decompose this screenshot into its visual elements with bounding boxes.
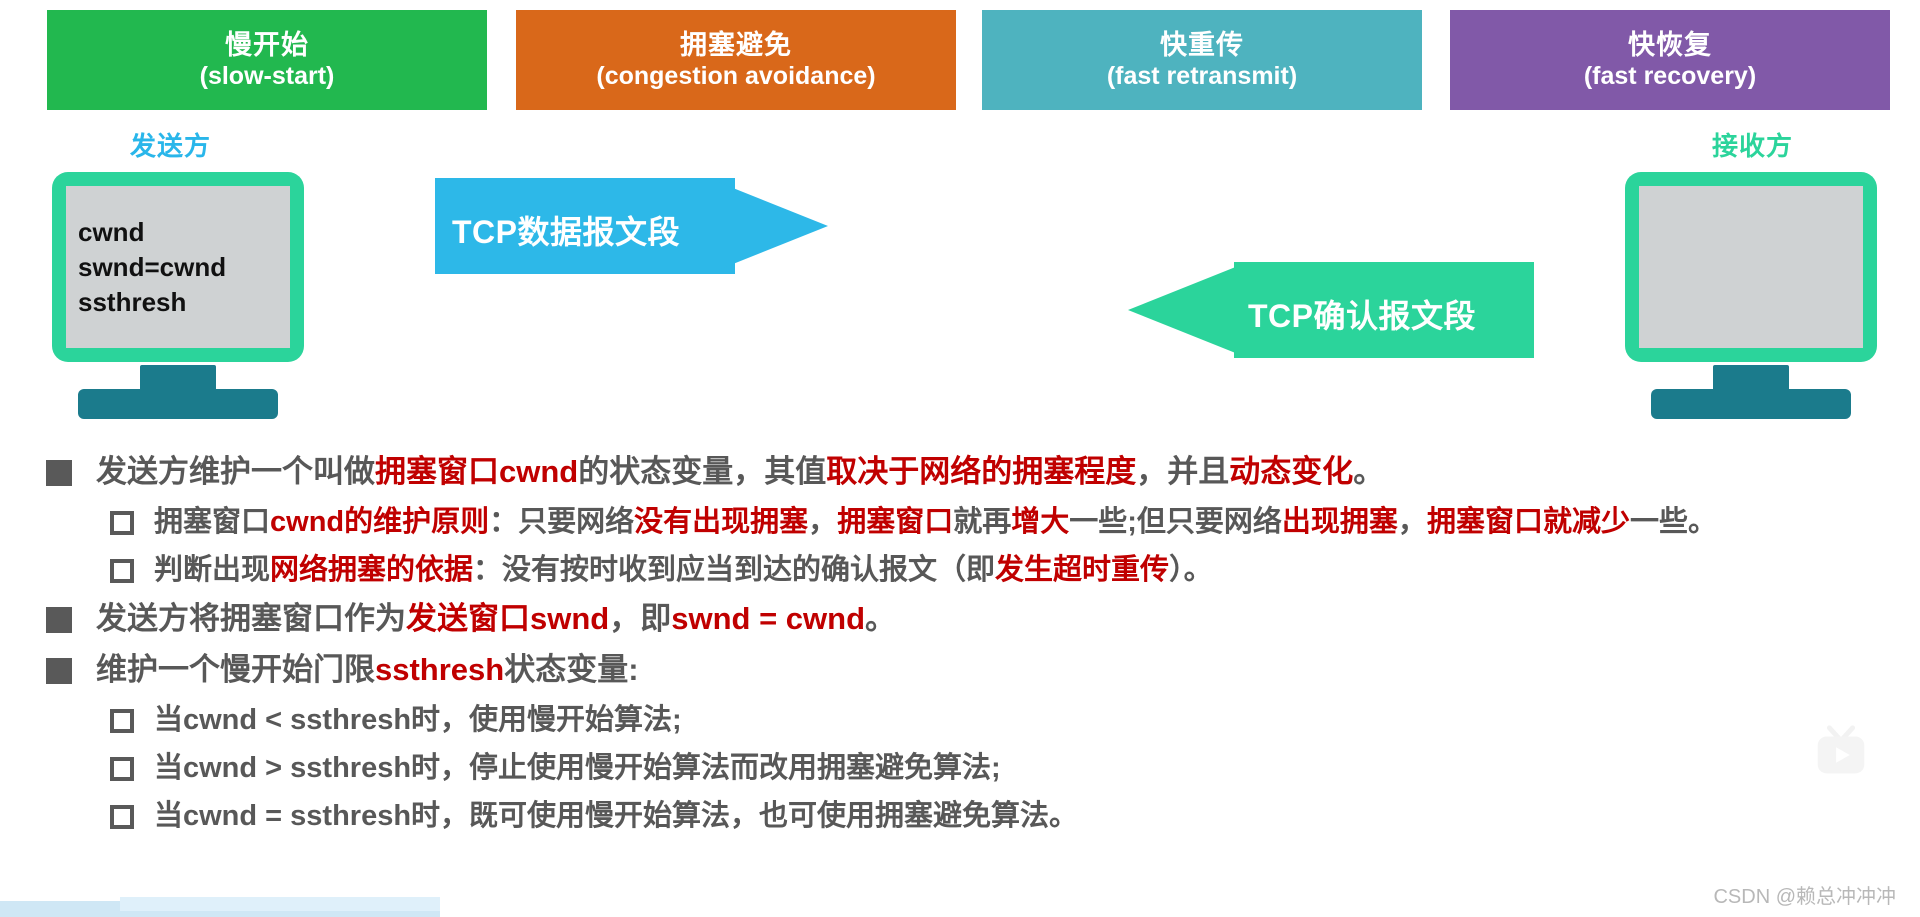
normal-text: 当cwnd = ssthresh时，既可使用慢开始算法，也可使用拥塞避免算法。 (154, 800, 1079, 832)
data-segment-arrow-head (718, 182, 828, 270)
normal-text: 判断出现 (154, 553, 271, 586)
sender-var-cwnd: cwnd (78, 217, 145, 247)
normal-text: 当cwnd < ssthresh时，使用慢开始算法; (154, 703, 682, 736)
bullet-text: 当cwnd > ssthresh时，停止使用慢开始算法而改用拥塞避免算法; (154, 747, 1001, 789)
highlight-text: swnd = cwnd (671, 601, 866, 637)
receiver-monitor-stand (1651, 365, 1851, 421)
highlight-text: 发送窗口swnd (406, 601, 610, 637)
highlight-text: cwnd的维护原则 (270, 505, 490, 538)
normal-text: ，并且 (1136, 454, 1230, 489)
normal-text: 。 (1353, 454, 1385, 489)
highlight-text: 拥塞窗口cwnd (375, 454, 579, 489)
bullet-row: 维护一个慢开始门限ssthresh状态变量: (0, 648, 1920, 693)
header-box-congestion-avoidance[interactable]: 拥塞避免 (congestion avoidance) (516, 10, 956, 110)
normal-text: ， (1397, 505, 1427, 538)
receiver-label: 接收方 (1712, 131, 1794, 161)
highlight-text: 发生超时重传 (995, 553, 1170, 586)
normal-text: 一些;但只要网络 (1069, 505, 1282, 538)
bullet-row: 判断出现网络拥塞的依据：没有按时收到应当到达的确认报文（即发生超时重传）。 (0, 549, 1920, 591)
normal-text: 维护一个慢开始门限 (96, 651, 375, 687)
bottom-decoration-strip-inner (120, 897, 440, 911)
header-title-cn: 快重传 (1160, 29, 1244, 60)
bullet-text: 当cwnd < ssthresh时，使用慢开始算法; (154, 699, 682, 741)
normal-text: 发送方将拥塞窗口作为 (96, 601, 406, 637)
bullet-row: 发送方维护一个叫做拥塞窗口cwnd的状态变量，其值取决于网络的拥塞程度，并且动态… (0, 450, 1920, 495)
hollow-square-bullet-icon (110, 510, 134, 535)
bullet-row: 发送方将拥塞窗口作为发送窗口swnd，即swnd = cwnd。 (0, 597, 1920, 642)
receiver-monitor (1625, 172, 1877, 362)
highlight-text: 取决于网络的拥塞程度 (826, 454, 1137, 489)
ack-segment-arrow-head (1128, 266, 1238, 354)
bullet-text: 拥塞窗口cwnd的维护原则：只要网络没有出现拥塞，拥塞窗口就再增大一些;但只要网… (154, 501, 1717, 543)
bullet-row: 当cwnd < ssthresh时，使用慢开始算法; (0, 699, 1920, 741)
sender-label: 发送方 (130, 131, 212, 161)
normal-text: 的状态变量，其值 (578, 454, 827, 489)
normal-text: 一些。 (1629, 505, 1717, 538)
normal-text: 状态变量: (504, 651, 639, 687)
normal-text: 拥塞窗口 (154, 505, 271, 538)
bullet-text: 当cwnd = ssthresh时，既可使用慢开始算法，也可使用拥塞避免算法。 (154, 795, 1078, 837)
tcp-transfer-diagram: 发送方 cwnd swnd=cwnd ssthresh TCP数据报文段 TCP… (0, 0, 1920, 440)
receiver-screen (1639, 186, 1863, 348)
sender-monitor: cwnd swnd=cwnd ssthresh (52, 172, 304, 362)
bullet-text: 判断出现网络拥塞的依据：没有按时收到应当到达的确认报文（即发生超时重传）。 (154, 549, 1213, 591)
hollow-square-bullet-icon (110, 708, 134, 733)
header-title-en: (fast retransmit) (1106, 62, 1298, 91)
csdn-credit: CSDN @赖总冲冲冲 (1713, 886, 1896, 908)
header-title-cn: 慢开始 (225, 29, 309, 60)
header-box-fast-recovery[interactable]: 快恢复 (fast recovery) (1450, 10, 1890, 110)
ack-segment-arrow-body (1234, 262, 1534, 358)
highlight-text: 网络拥塞的依据 (270, 553, 474, 586)
header-title-en: (slow-start) (199, 62, 335, 91)
highlight-text: 增大 (1011, 505, 1070, 538)
header-title-en: (congestion avoidance) (596, 62, 876, 91)
header-box-slow-start[interactable]: 慢开始 (slow-start) (47, 10, 487, 110)
header-box-fast-retransmit[interactable]: 快重传 (fast retransmit) (982, 10, 1422, 110)
normal-text: ，即 (609, 601, 672, 637)
sender-var-ssthresh: ssthresh (78, 287, 187, 317)
normal-text: 。 (865, 601, 897, 637)
stand-base (78, 389, 278, 419)
normal-text: 当cwnd > ssthresh时，停止使用慢开始算法而改用拥塞避免算法; (154, 751, 1001, 784)
data-segment-arrow-body (435, 178, 735, 274)
highlight-text: 出现拥塞 (1281, 505, 1398, 538)
normal-text: ， (808, 505, 838, 538)
stand-base (1651, 389, 1851, 419)
bullet-text: 维护一个慢开始门限ssthresh状态变量: (96, 648, 639, 693)
highlight-text: 拥塞窗口 (837, 505, 954, 538)
normal-text: ：没有按时收到应当到达的确认报文（即 (473, 553, 996, 586)
bullet-row: 当cwnd > ssthresh时，停止使用慢开始算法而改用拥塞避免算法; (0, 747, 1920, 789)
header-title-cn: 拥塞避免 (680, 29, 792, 60)
normal-text: 发送方维护一个叫做 (96, 454, 375, 489)
hollow-square-bullet-icon (110, 756, 134, 781)
highlight-text: ssthresh (375, 651, 505, 687)
normal-text: ：只要网络 (489, 505, 635, 538)
algorithm-header-row: 慢开始 (slow-start) 拥塞避免 (congestion avoida… (0, 10, 1920, 120)
hollow-square-bullet-icon (110, 558, 134, 583)
data-segment-label: TCP数据报文段 (452, 214, 681, 250)
sender-monitor-stand (78, 365, 278, 421)
highlight-text: 拥塞窗口就减少 (1426, 505, 1630, 538)
bullet-text: 发送方将拥塞窗口作为发送窗口swnd，即swnd = cwnd。 (96, 597, 896, 642)
highlight-text: 没有出现拥塞 (634, 505, 809, 538)
sender-screen: cwnd swnd=cwnd ssthresh (66, 186, 290, 348)
tv-play-icon (1817, 725, 1865, 774)
ack-segment-label: TCP确认报文段 (1248, 298, 1477, 334)
bullet-row: 当cwnd = ssthresh时，既可使用慢开始算法，也可使用拥塞避免算法。 (0, 795, 1920, 837)
highlight-text: 动态变化 (1229, 454, 1354, 489)
bullet-row: 拥塞窗口cwnd的维护原则：只要网络没有出现拥塞，拥塞窗口就再增大一些;但只要网… (0, 501, 1920, 543)
filled-square-bullet-icon (46, 607, 72, 634)
header-title-cn: 快恢复 (1628, 29, 1712, 60)
bullet-list: 发送方维护一个叫做拥塞窗口cwnd的状态变量，其值取决于网络的拥塞程度，并且动态… (0, 450, 1920, 843)
normal-text: ）。 (1169, 553, 1213, 586)
hollow-square-bullet-icon (110, 805, 134, 829)
header-title-en: (fast recovery) (1583, 62, 1757, 91)
filled-square-bullet-icon (46, 460, 72, 486)
bullet-text: 发送方维护一个叫做拥塞窗口cwnd的状态变量，其值取决于网络的拥塞程度，并且动态… (96, 450, 1384, 495)
sender-var-swnd: swnd=cwnd (78, 252, 227, 282)
filled-square-bullet-icon (46, 657, 72, 684)
normal-text: 就再 (953, 505, 1012, 538)
